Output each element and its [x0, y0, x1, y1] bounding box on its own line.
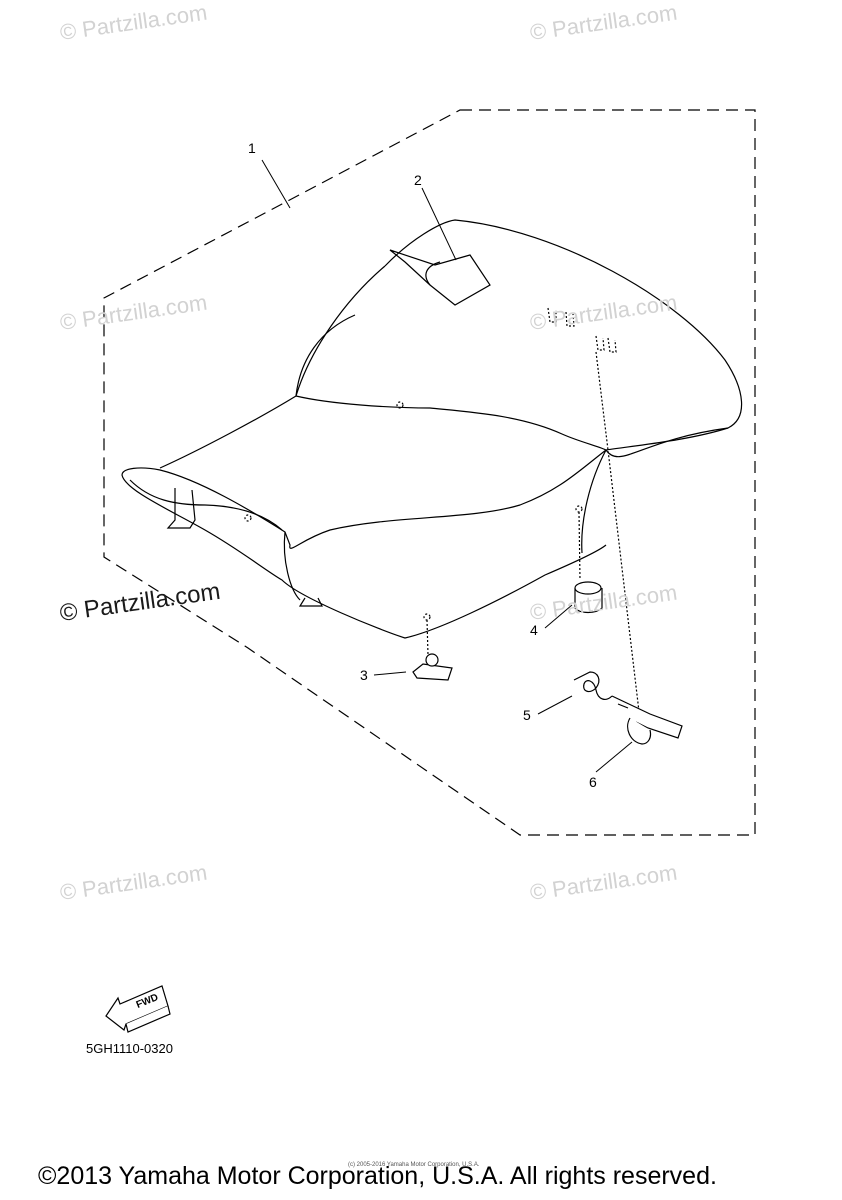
part-4-damper: [574, 581, 603, 614]
footer-copyright: ©2013 Yamaha Motor Corporation, U.S.A. A…: [38, 1162, 717, 1190]
fwd-arrow-icon: [105, 985, 171, 1033]
part-5-spring: [573, 671, 613, 700]
leader-lines: [261, 159, 633, 773]
callout-3: 3: [360, 667, 368, 683]
tiny-copyright: (c) 2005-2016 Yamaha Motor Corporation, …: [348, 1162, 480, 1168]
callout-5: 5: [523, 707, 531, 723]
callout-6: 6: [589, 774, 597, 790]
callout-4: 4: [530, 622, 538, 638]
callout-2: 2: [414, 172, 422, 188]
part-3-clip: [412, 653, 453, 681]
diagram-code: 5GH1110-0320: [86, 1041, 173, 1056]
part-6-hook: [611, 695, 683, 745]
callout-1: 1: [248, 140, 256, 156]
seat-illustration: [121, 219, 743, 721]
